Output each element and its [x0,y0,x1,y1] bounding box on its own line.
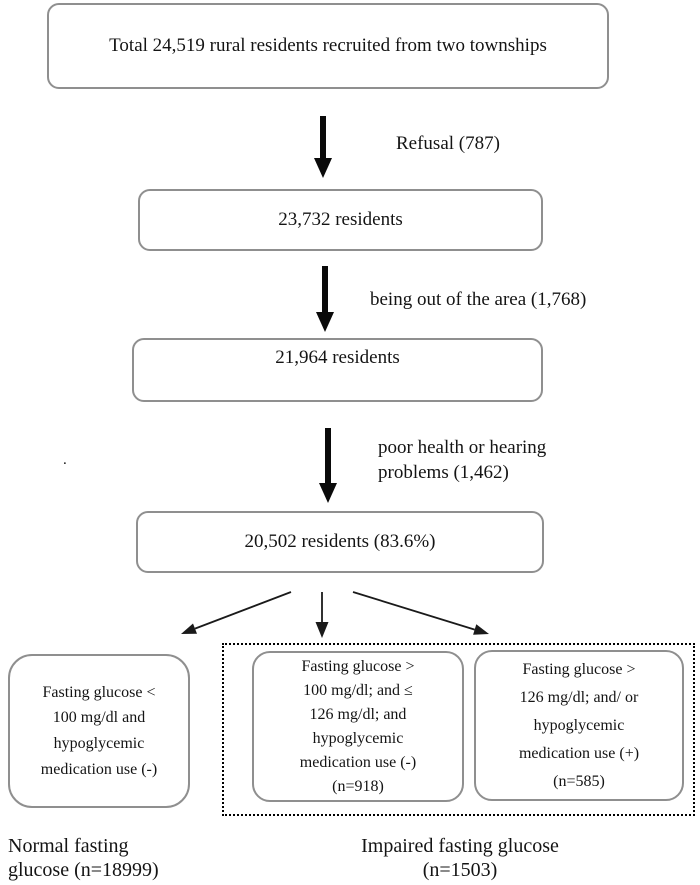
exclusion-label-poor-health: poor health or hearing problems (1,462) [378,437,547,483]
box-after-out-of-area: 21,964 residents [132,338,543,402]
box-ifg-or-medication: Fasting glucose > 126 mg/dl; and/ or hyp… [474,650,684,801]
arrow-down-poor-health [319,428,337,503]
box-normal-glucose: Fasting glucose < 100 mg/dl and hypoglyc… [8,654,190,808]
box-after-refusal: 23,732 residents [138,189,543,251]
box-total-recruited: Total 24,519 rural residents recruited f… [47,3,609,89]
box-final-sample: 20,502 residents (83.6%) [136,511,544,573]
outcome-label-normal-fasting: Normal fasting glucose (n=18999) [8,835,159,881]
arrow-branch-middle [315,592,329,638]
stray-period-mark: . [63,452,67,468]
arrow-down-out-of-area [316,266,334,332]
box-ifg-no-medication: Fasting glucose > 100 mg/dl; and ≤ 126 m… [252,651,464,802]
exclusion-label-refusal: Refusal (787) [396,133,500,154]
impaired-glucose-group-outline [222,643,695,816]
outcome-label-impaired-fasting: Impaired fasting glucose (n=1503) [361,835,559,881]
arrow-down-refusal [314,116,332,178]
arrow-branch-left [181,591,292,634]
arrow-branch-right [352,591,489,635]
exclusion-label-out-of-area: being out of the area (1,768) [370,289,587,310]
